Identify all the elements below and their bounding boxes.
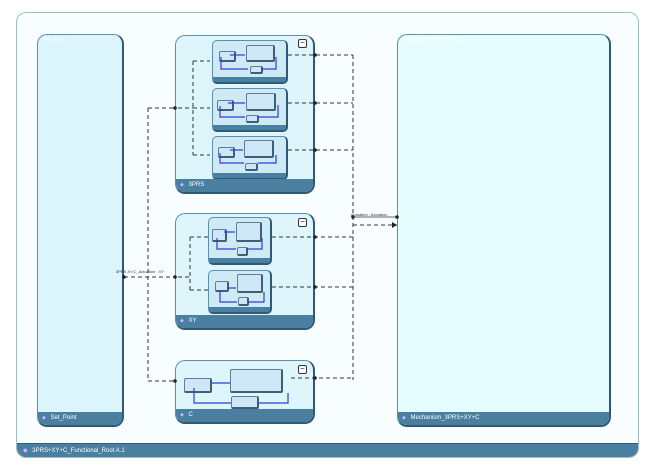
root-footer: ◆ 3PRS+XY+C_Functional_Root A.1: [17, 443, 638, 457]
sub-component: [244, 140, 274, 158]
sub-component: [237, 274, 263, 293]
sub-component: [246, 45, 275, 62]
sub-component: [250, 66, 263, 74]
xy-sub-1[interactable]: [208, 217, 272, 265]
mechanism-footer: ◆ Mechanism_3PRS+XY+C: [398, 412, 609, 425]
sub-component: [184, 378, 212, 393]
sub-footer: [209, 307, 270, 312]
set-point-footer: ◆ Set_Point: [38, 412, 122, 425]
function-icon: ◆: [180, 412, 184, 418]
function-icon: ◆: [23, 448, 28, 454]
prs3-footer: ◆ 3PRS: [176, 179, 313, 192]
xy-sub-2[interactable]: [208, 270, 272, 314]
set-point-block[interactable]: Set_Point ◆ Set_Point: [37, 34, 124, 427]
sub-footer: [213, 173, 286, 178]
sub-component: [246, 115, 259, 123]
prs3-sub-3[interactable]: [212, 136, 288, 180]
actuation-label: Actuation : Actuation: [351, 212, 388, 217]
sub-footer: [213, 77, 286, 82]
prs3-block[interactable]: − ◆ 3PRS: [175, 35, 315, 194]
xy-block[interactable]: − ◆ XY: [175, 213, 315, 330]
c-footer: ◆ C: [176, 409, 313, 422]
sub-component: [236, 222, 262, 242]
mechanism-block[interactable]: Mechanism_3PRS+XY+C ◆ Mechanism_3PRS+XY+…: [397, 34, 611, 427]
collapse-button[interactable]: −: [298, 39, 307, 48]
sub-component: [245, 163, 258, 171]
prs3-sub-2[interactable]: [212, 88, 288, 132]
sub-component: [237, 247, 248, 256]
function-icon: ◆: [180, 182, 184, 188]
root-title: 3PRS+XY+C_Functional_Root A.1: [32, 448, 125, 454]
set-point-output-label: 3PRS,XY,C_Actuation : XY: [116, 269, 164, 274]
sub-component: [246, 93, 276, 111]
set-point-header: Set_Point: [44, 37, 66, 43]
function-icon: ◆: [180, 318, 184, 324]
sub-footer: [209, 258, 270, 263]
prs3-sub-1[interactable]: [212, 40, 288, 84]
sub-component: [218, 147, 235, 158]
xy-footer: ◆ XY: [176, 315, 313, 328]
sub-footer: [213, 125, 286, 130]
sub-component: [230, 369, 283, 393]
function-icon: ◆: [402, 415, 406, 421]
sub-component: [215, 281, 229, 292]
mechanism-header: Mechanism_3PRS+XY+C: [404, 37, 462, 43]
sub-component: [217, 100, 234, 111]
function-icon: ◆: [42, 415, 46, 421]
collapse-button[interactable]: −: [298, 365, 307, 374]
sub-component: [238, 297, 249, 306]
sub-component: [212, 229, 227, 242]
collapse-button[interactable]: −: [298, 218, 307, 227]
sub-component: [219, 51, 236, 62]
sub-component: [231, 396, 259, 409]
c-block[interactable]: − ◆ C: [175, 360, 315, 424]
